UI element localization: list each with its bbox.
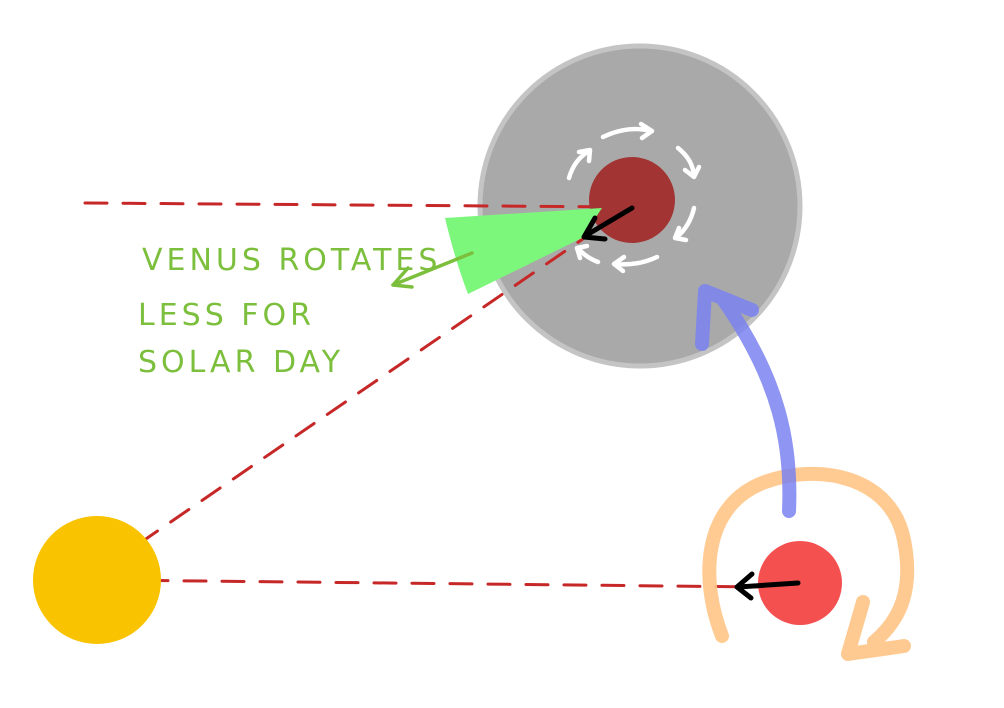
venus-facing-arrow-icon	[581, 205, 635, 242]
guide-lines	[83, 201, 762, 589]
annotation-line-3: SOLAR DAY	[138, 345, 344, 380]
spin-arrow-top	[600, 121, 655, 141]
orbit-arrow-icon	[695, 284, 797, 518]
annotation: VENUS ROTATES LESS FOR SOLAR DAY	[138, 243, 441, 380]
spin-arrows	[566, 121, 702, 274]
label-pointer-arrow-icon	[391, 251, 474, 289]
guide-line-lower	[106, 578, 762, 589]
sun-icon	[33, 516, 161, 644]
spin-arrow-left-lower	[574, 243, 601, 265]
angle-wedge	[445, 208, 602, 294]
start-facing-arrow-icon	[734, 571, 801, 601]
venus-core	[589, 157, 675, 243]
spin-arrow-left-upper	[566, 147, 593, 181]
spin-arrow-right-upper	[675, 145, 702, 180]
rotation-arrow-icon	[702, 466, 915, 661]
annotation-line-2: LESS FOR	[138, 298, 315, 333]
annotation-line-1: VENUS ROTATES	[142, 243, 441, 278]
spin-arrow-right-lower	[672, 205, 697, 243]
guide-line-upper	[83, 201, 634, 209]
spin-arrow-bottom	[611, 254, 660, 274]
guide-line-sun-to-venus	[106, 208, 627, 567]
